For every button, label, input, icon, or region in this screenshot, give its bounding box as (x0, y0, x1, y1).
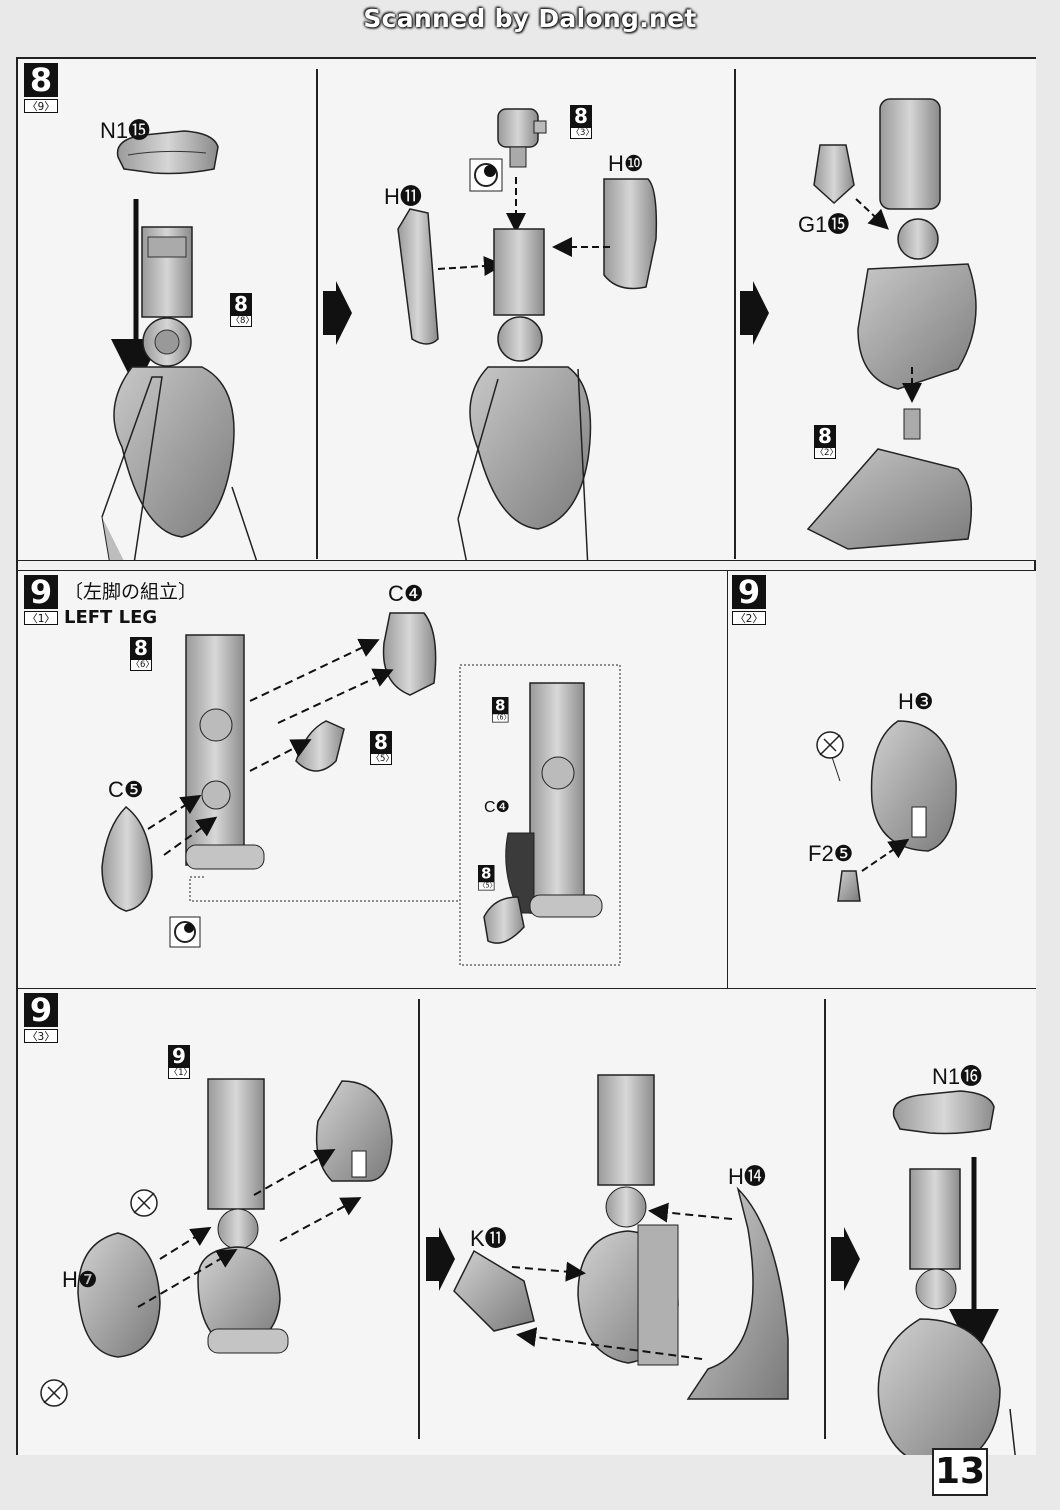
polycap-icon (469, 158, 503, 192)
leg-assembly (457, 228, 592, 560)
step-ref-badge: 8〈3〉 (570, 104, 595, 139)
section-title-jp: 〔左脚の組立〕 (64, 581, 198, 603)
step-8-badge: 8 (24, 63, 58, 97)
leg-frame (197, 1078, 289, 1354)
knee-part (295, 720, 345, 772)
part-label-h7: H❼ (62, 1267, 98, 1292)
step-ref-badge: 8〈6〉 (492, 696, 511, 723)
leg-assembly (877, 1168, 1016, 1455)
part-label-g1: G1⓯ (798, 212, 850, 237)
step-9-2-panel: 9 〈2〉 (728, 570, 1036, 988)
part-label-k11: K⓫ (470, 1226, 507, 1251)
ring-part-n1 (892, 1090, 995, 1135)
step-9-2-illustration (816, 720, 957, 902)
step-9-2-badge: 9 (732, 575, 766, 609)
step-9-1-sub: 〈1〉 (24, 611, 58, 625)
armor-part-k11 (453, 1249, 535, 1332)
detail-inset (459, 664, 621, 966)
ring-part-n1 (116, 130, 219, 175)
step-9-1-illustration (101, 612, 621, 966)
no-cut-icon (130, 1189, 158, 1217)
armor-part-h14 (686, 1186, 789, 1400)
divider (824, 999, 826, 1439)
section-title-en: LEFT LEG (64, 607, 158, 628)
step-ref-badge: 8〈6〉 (130, 636, 155, 671)
leg-frame (185, 634, 265, 870)
armor-part-h11 (397, 208, 439, 345)
armor-part-h3 (870, 720, 957, 852)
leg-assembly (101, 226, 258, 560)
step-ref-badge: 8〈8〉 (230, 292, 255, 327)
step-9-1-badge: 9 (24, 575, 58, 609)
part-label-f2: F2❺ (808, 841, 854, 866)
next-step-arrow-icon (426, 1227, 455, 1291)
part-label-n1: N1⓯ (100, 118, 151, 143)
part-label-h14: H⓮ (728, 1164, 766, 1189)
instruction-page: 8 〈9〉 (16, 57, 1036, 1455)
divider (734, 69, 736, 559)
step-9-3-illustration (40, 1074, 1016, 1455)
armor-part-c4 (382, 612, 437, 696)
step-8-illustration (101, 98, 977, 560)
small-part-f2 (837, 870, 861, 902)
step-8-sub: 〈9〉 (24, 99, 58, 113)
part-label-c5: C❺ (108, 777, 144, 802)
leg-frame-detail (505, 682, 603, 918)
next-step-arrow-icon (323, 281, 352, 345)
step-9-3-sub: 〈3〉 (24, 1029, 58, 1043)
knee-part (483, 896, 525, 944)
armor-part-c5 (101, 806, 153, 912)
part-label-c4: C❹ (388, 581, 424, 606)
step-9-1-panel: 9 〈1〉 〔左脚の組立〕 LEFT LEG (18, 570, 728, 988)
step-ref-badge: 9〈1〉 (168, 1044, 193, 1079)
divider (418, 999, 420, 1439)
part-label-h3: H❸ (898, 689, 934, 714)
watermark: Scanned by Dalong.net (363, 4, 697, 33)
step-ref-badge: 8〈5〉 (478, 864, 497, 891)
foot-part (806, 408, 973, 550)
step-8-panel: 8 〈9〉 (18, 59, 1036, 561)
step-9-2-sub: 〈2〉 (732, 611, 766, 625)
no-cut-icon (40, 1379, 68, 1407)
part-label-n1: N1⓰ (932, 1064, 983, 1089)
step-9-3-badge: 9 (24, 993, 58, 1027)
ankle-part (497, 108, 547, 168)
part-label-c4: C❹ (484, 799, 510, 816)
leg-assembly (577, 1074, 679, 1366)
next-step-arrow-icon (831, 1227, 860, 1291)
part-label-h10: H❿ (608, 151, 644, 176)
polycap-icon (169, 916, 201, 948)
step-ref-badge: 8〈2〉 (814, 424, 839, 459)
no-cut-icon (816, 731, 844, 759)
armor-part-inner (315, 1080, 393, 1182)
next-step-arrow-icon (740, 281, 769, 345)
divider (316, 69, 318, 559)
part-label-h11: H⓫ (384, 184, 422, 209)
page-number: 13 (932, 1448, 988, 1496)
step-9-3-panel: 9 〈3〉 (18, 988, 1036, 1455)
step-ref-badge: 8〈5〉 (370, 730, 395, 765)
shin-assembly (857, 98, 977, 390)
armor-part-h10 (603, 178, 658, 290)
armor-part-h7 (77, 1232, 161, 1358)
armor-part-g1 (813, 144, 855, 205)
